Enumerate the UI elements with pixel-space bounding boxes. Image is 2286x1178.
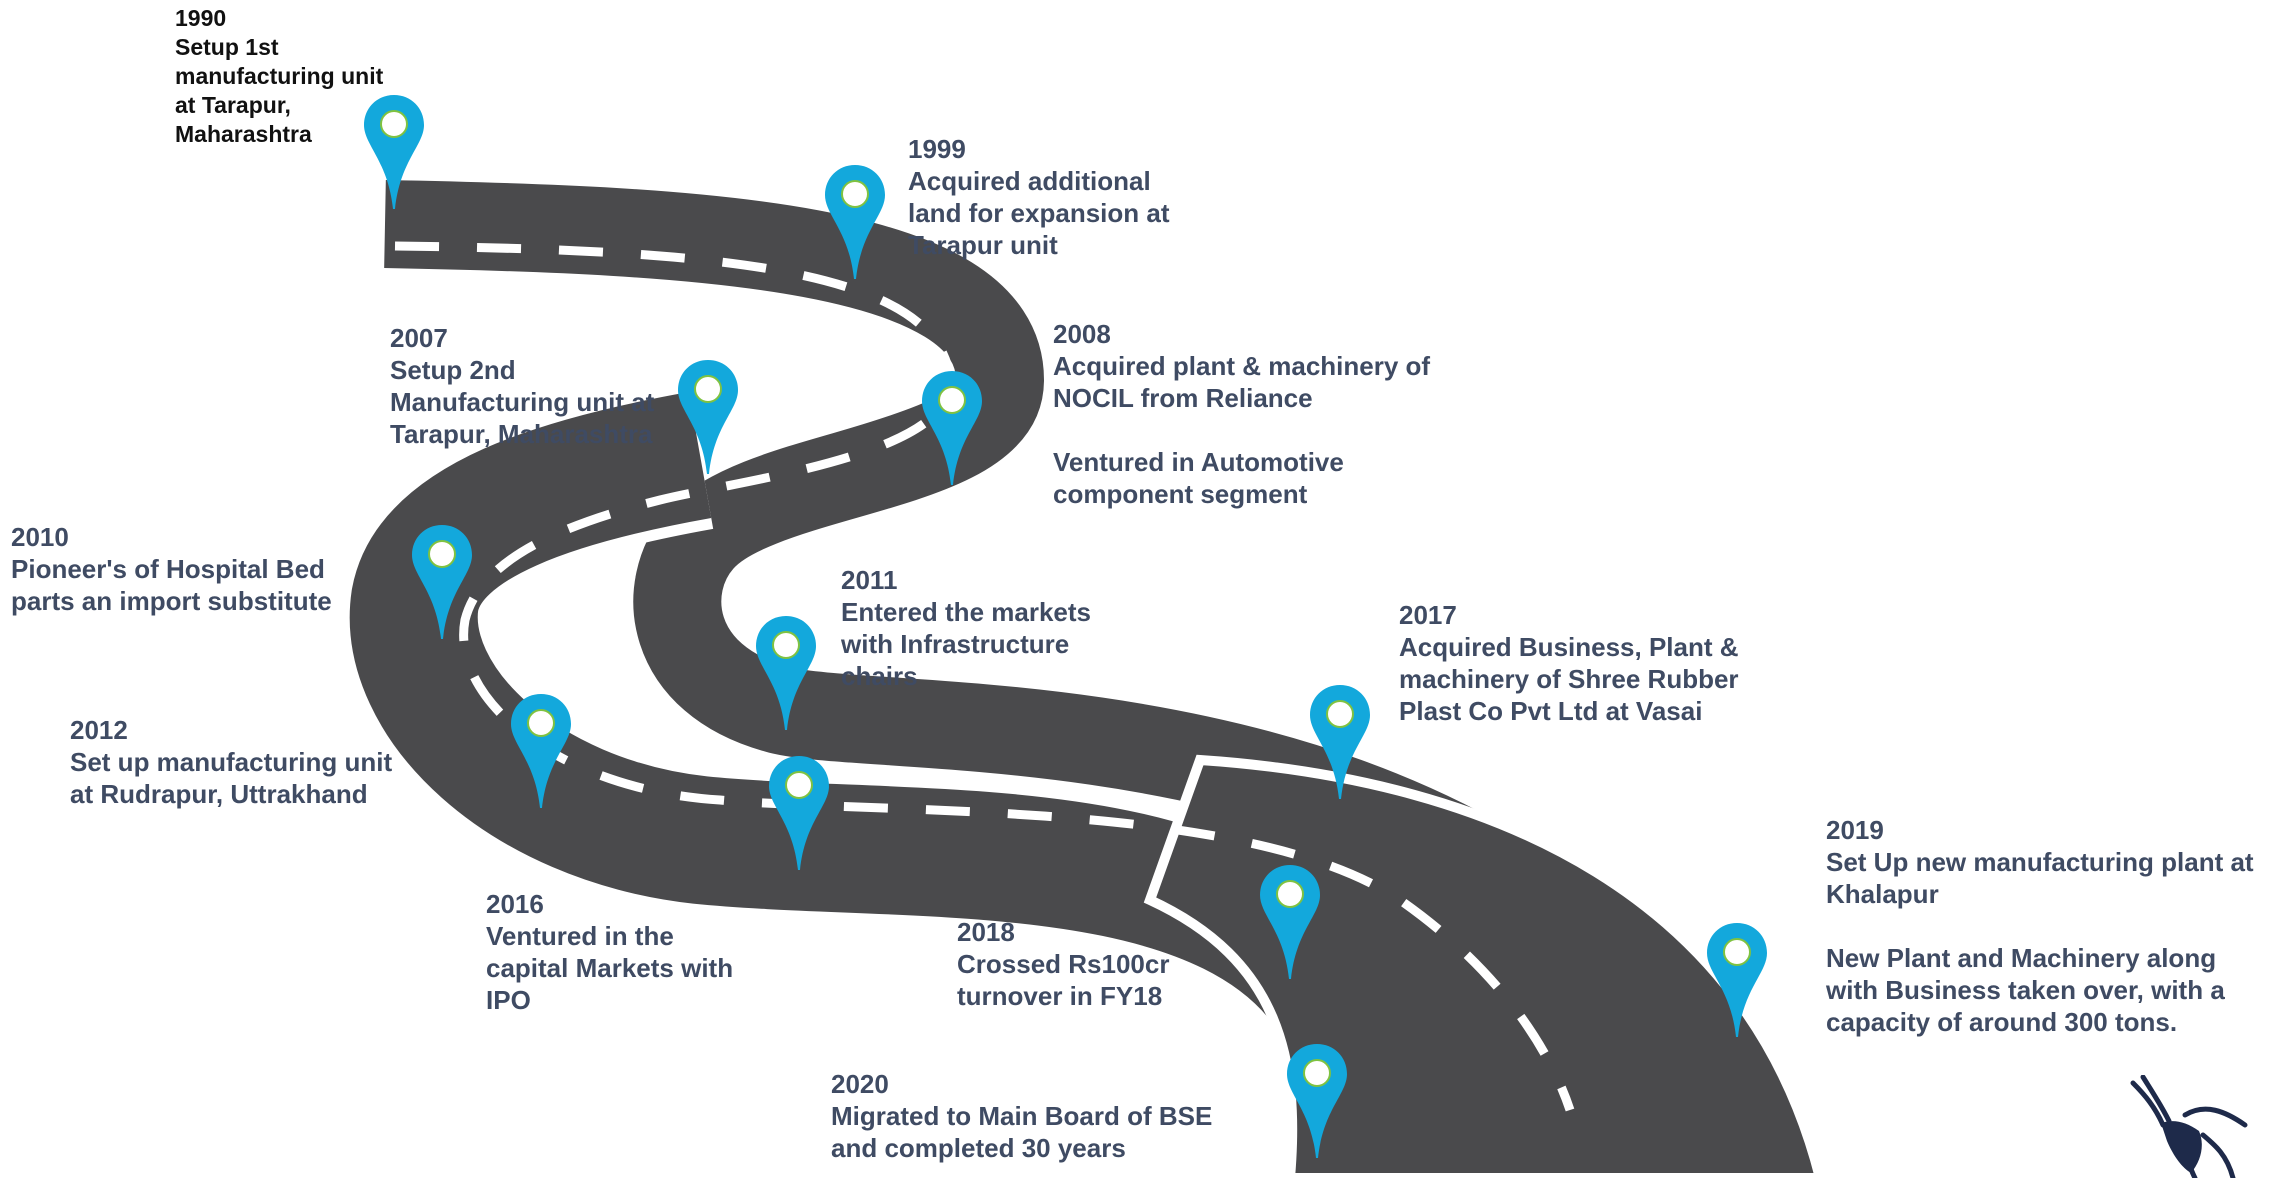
milestone-2018: 2018 Crossed Rs100cr turnover in FY18 — [957, 916, 1169, 1012]
milestone-line: chairs — [841, 661, 918, 691]
milestone-year: 2020 — [831, 1069, 889, 1099]
milestone-year: 2019 — [1826, 815, 1884, 845]
milestone-line: capacity of around 300 tons. — [1826, 1007, 2178, 1037]
milestone-line: Acquired additional — [908, 166, 1151, 196]
milestone-2007: 2007 Setup 2nd Manufacturing unit at Tar… — [390, 322, 654, 450]
milestone-year: 2018 — [957, 917, 1015, 947]
milestone-line: machinery of Shree Rubber — [1399, 664, 1739, 694]
milestone-spacer — [1826, 910, 2254, 942]
milestone-line: Ventured in the — [486, 921, 674, 951]
milestone-year: 2007 — [390, 323, 448, 353]
milestone-2017: 2017 Acquired Business, Plant & machiner… — [1399, 599, 1739, 727]
milestone-line: with Infrastructure — [841, 629, 1070, 659]
milestone-year: 1999 — [908, 134, 966, 164]
map-pin-icon — [1260, 865, 1320, 979]
milestone-line: Acquired Business, Plant & — [1399, 632, 1739, 662]
milestone-line: Set Up new manufacturing plant at — [1826, 847, 2254, 877]
milestone-line: Tarapur unit — [908, 230, 1058, 260]
milestone-line: and completed 30 years — [831, 1133, 1126, 1163]
map-pin-icon — [825, 165, 885, 279]
milestone-year: 2011 — [841, 565, 898, 595]
milestone-1999: 1999 Acquired additional land for expans… — [908, 133, 1170, 261]
milestone-line: component segment — [1053, 479, 1308, 509]
milestone-line: Setup 2nd — [390, 355, 516, 385]
milestone-line: Plast Co Pvt Ltd at Vasai — [1399, 696, 1703, 726]
milestone-line: manufacturing unit — [175, 63, 384, 89]
map-pin-icon — [922, 371, 982, 485]
milestone-2019: 2019 Set Up new manufacturing plant at K… — [1826, 814, 2254, 1038]
road-center-line — [394, 241, 1575, 1112]
milestone-line: Entered the markets — [841, 597, 1091, 627]
milestone-year: 2012 — [70, 715, 128, 745]
milestone-line: Set up manufacturing unit — [70, 747, 393, 777]
milestone-year: 2016 — [486, 889, 544, 919]
milestone-line: at Rudrapur, Uttrakhand — [70, 779, 368, 809]
map-pin-icon — [756, 616, 816, 730]
milestone-line: Manufacturing unit at — [390, 387, 655, 417]
milestone-2012: 2012 Set up manufacturing unit at Rudrap… — [70, 714, 392, 810]
milestone-2016: 2016 Ventured in the capital Markets wit… — [486, 888, 733, 1016]
map-pin-icon — [678, 360, 738, 474]
milestone-2011: 2011 Entered the markets with Infrastruc… — [841, 564, 1091, 692]
map-pin-icon — [769, 756, 829, 870]
milestone-line: Setup 1st — [175, 34, 279, 60]
map-pin-icon — [1287, 1044, 1347, 1158]
map-pin-icon — [364, 95, 424, 209]
map-pin-icon — [511, 694, 571, 808]
milestone-line: Tarapur, Maharashtra — [390, 419, 653, 449]
milestone-spacer — [1053, 414, 1430, 446]
milestone-year: 2010 — [11, 522, 69, 552]
milestone-line: Maharashtra — [175, 121, 312, 147]
milestone-line: with Business taken over, with a — [1826, 975, 2225, 1005]
milestone-line: NOCIL from Reliance — [1053, 383, 1313, 413]
map-pin-icon — [1310, 685, 1370, 799]
milestone-year: 2008 — [1053, 319, 1111, 349]
milestone-line: parts an import substitute — [11, 586, 332, 616]
milestone-line: Acquired plant & machinery of — [1053, 351, 1431, 381]
milestone-line: New Plant and Machinery along — [1826, 943, 2217, 973]
map-pin-icon — [1707, 923, 1767, 1037]
milestone-line: Khalapur — [1826, 879, 1939, 909]
milestone-line: Ventured in Automotive — [1053, 447, 1344, 477]
milestone-2020: 2020 Migrated to Main Board of BSE and c… — [831, 1068, 1212, 1164]
milestone-line: at Tarapur, — [175, 92, 291, 118]
milestone-line: Migrated to Main Board of BSE — [831, 1101, 1213, 1131]
milestone-line: land for expansion at — [908, 198, 1170, 228]
milestone-2010: 2010 Pioneer's of Hospital Bed parts an … — [11, 521, 332, 617]
milestone-line: Pioneer's of Hospital Bed — [11, 554, 325, 584]
milestone-line: capital Markets with — [486, 953, 734, 983]
road-loop-body — [349, 391, 1370, 1022]
antelope-head-logo-icon — [2130, 1075, 2248, 1178]
milestone-1990: 1990 Setup 1st manufacturing unit at Tar… — [175, 4, 383, 149]
milestone-line: IPO — [486, 985, 531, 1015]
milestone-line: turnover in FY18 — [957, 981, 1163, 1011]
map-pin-icon — [412, 525, 472, 639]
milestone-line: Crossed Rs100cr — [957, 949, 1170, 979]
milestone-year: 2017 — [1399, 600, 1457, 630]
milestone-2008: 2008 Acquired plant & machinery of NOCIL… — [1053, 318, 1430, 510]
milestone-year: 1990 — [175, 5, 227, 31]
